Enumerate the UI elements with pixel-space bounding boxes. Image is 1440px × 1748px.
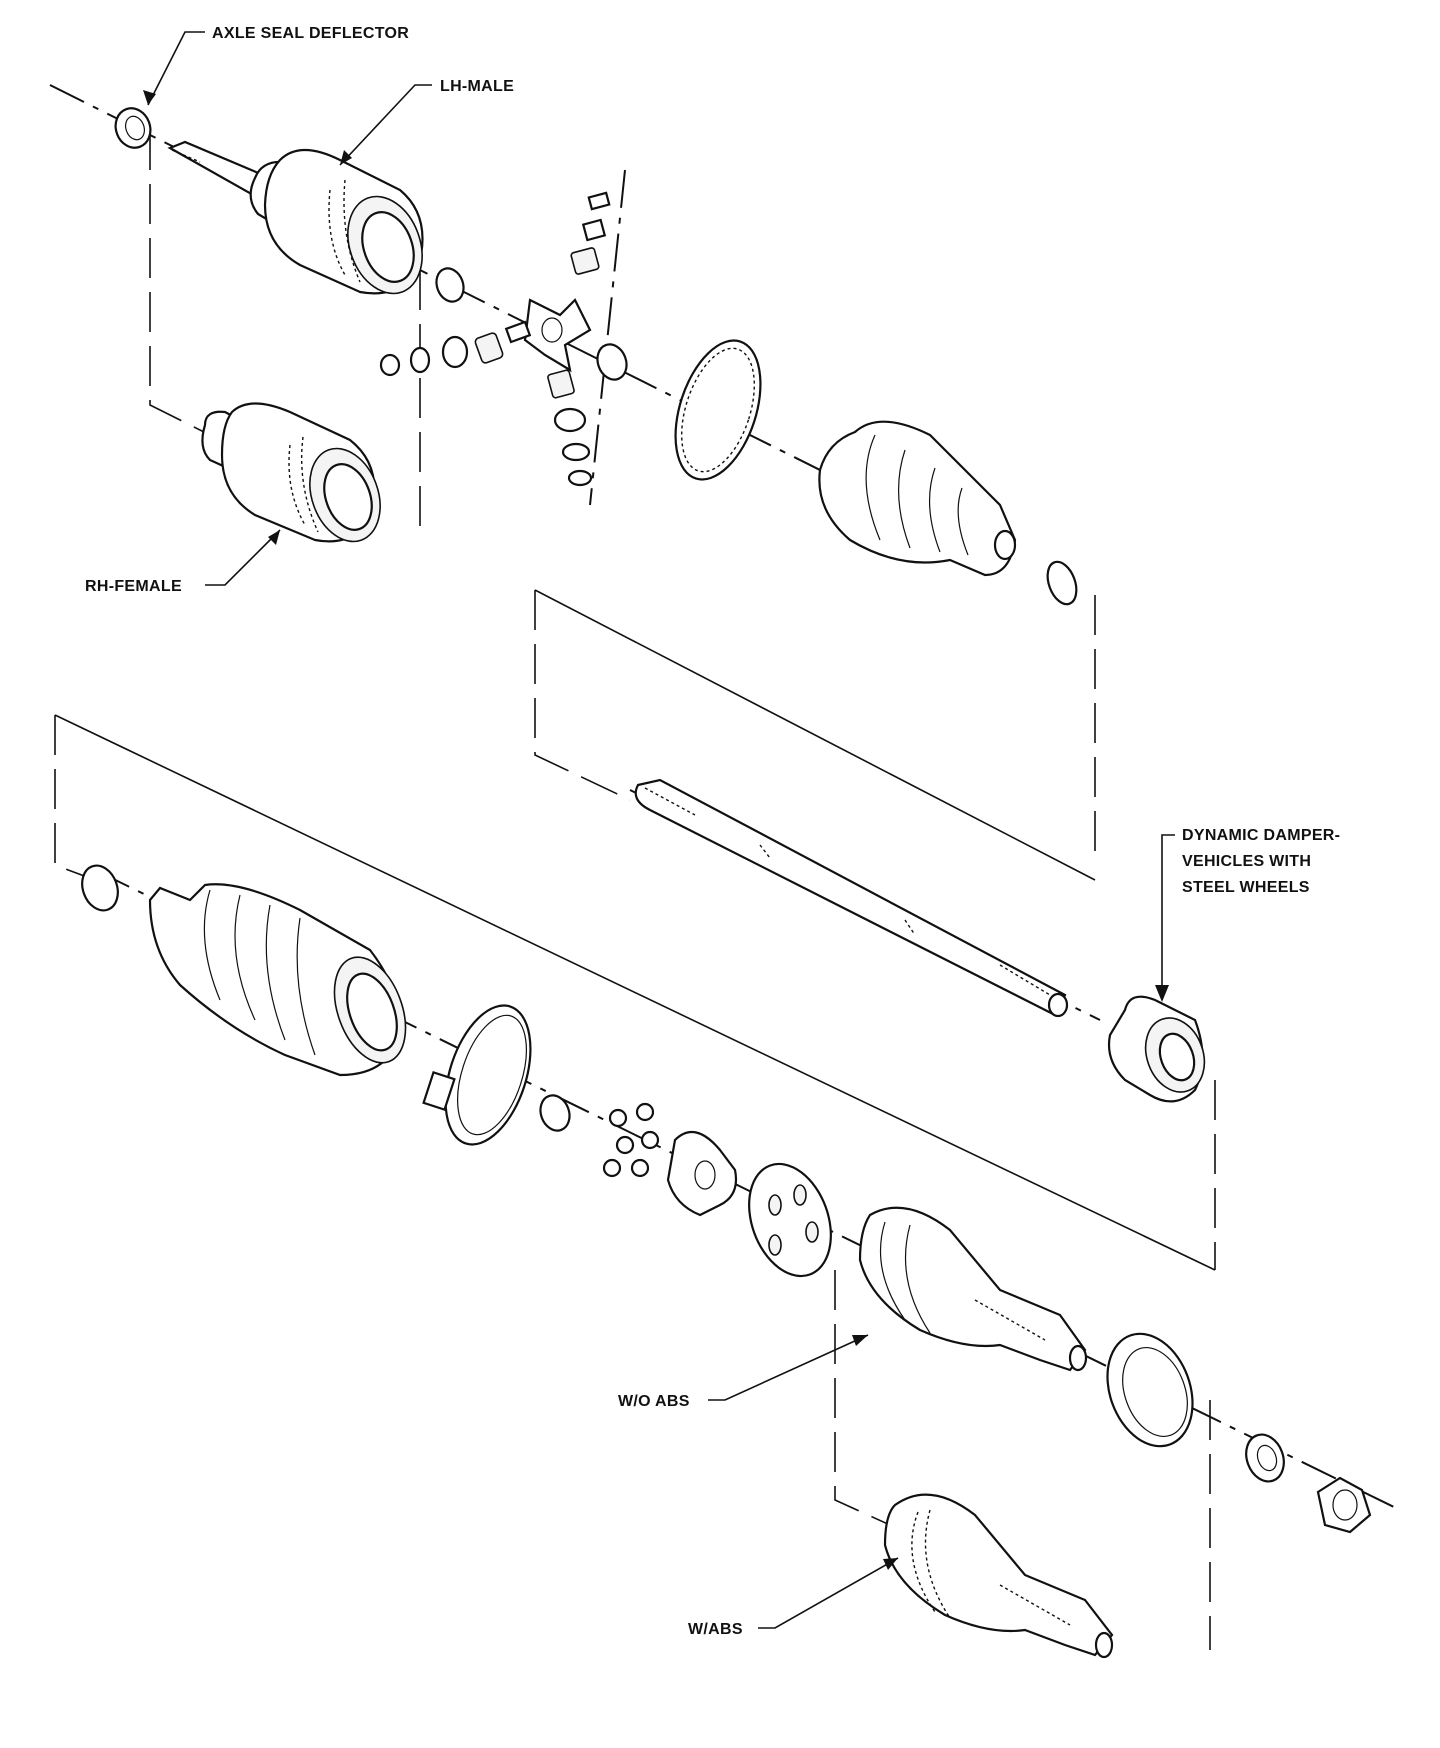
outer-joint-guide — [834, 1270, 891, 1526]
dynamic-damper-label-line1: DYNAMIC DAMPER- — [1182, 827, 1340, 844]
ball-cage — [748, 1162, 832, 1278]
rh-female-inner-joint — [201, 402, 381, 543]
dynamic-damper-callout: DYNAMIC DAMPER- VEHICLES WITH STEEL WHEE… — [1155, 827, 1340, 1002]
outer-joint-with-abs — [883, 1493, 1114, 1659]
tripod-rollers-bottom — [547, 369, 593, 487]
inner-boot — [818, 420, 1017, 577]
dynamic-damper-label-line2: VEHICLES WITH — [1182, 853, 1311, 870]
inner-race — [666, 1130, 738, 1217]
tripod-rollers-left — [379, 332, 504, 377]
outer-boot-small-clamp — [81, 864, 119, 912]
outer-snap-ring-lower — [539, 1094, 571, 1132]
hub-deflector — [1106, 1332, 1194, 1448]
tripod-rollers-top — [570, 191, 611, 275]
outer-snap-ring — [596, 343, 628, 381]
boot-left-guide — [54, 715, 96, 881]
lh-male-label: LH-MALE — [440, 78, 514, 95]
shaft-top-guide — [534, 589, 1096, 881]
boot-top-guide — [54, 714, 1216, 1271]
w-abs-label: W/ABS — [688, 1621, 743, 1638]
axle-seal-deflector-label: AXLE SEAL DEFLECTOR — [212, 25, 409, 42]
washer — [1245, 1433, 1285, 1483]
wo-abs-label: W/O ABS — [618, 1393, 690, 1410]
inner-snap-ring — [435, 267, 465, 303]
rh-female-label: RH-FEMALE — [85, 578, 182, 595]
intermediate-shaft — [634, 778, 1069, 1018]
dynamic-damper-part — [1107, 995, 1206, 1103]
hub-nut — [1316, 1476, 1372, 1534]
axle-seal-deflector-part — [114, 107, 152, 149]
wo-abs-callout: W/O ABS — [618, 1334, 869, 1410]
outer-boot — [148, 883, 407, 1077]
shaft-left-guide — [534, 590, 631, 801]
outer-joint-without-abs — [858, 1206, 1088, 1372]
lh-male-inner-joint — [167, 140, 424, 295]
dynamic-damper-label-line3: STEEL WHEELS — [1182, 879, 1310, 896]
w-abs-callout: W/ABS — [688, 1557, 899, 1638]
boot-clamp-large — [674, 339, 762, 481]
inner-joint-guide — [149, 130, 211, 436]
outer-boot-large-clamp — [422, 1004, 532, 1146]
axle-seal-deflector-callout: AXLE SEAL DEFLECTOR — [143, 25, 409, 106]
tripod-spider — [504, 298, 592, 373]
inner-boot-small-clamp — [1046, 560, 1078, 606]
cv-balls — [602, 1102, 660, 1178]
rh-female-callout: RH-FEMALE — [85, 529, 281, 595]
tripod-vertical-axis — [589, 169, 626, 506]
lh-male-callout: LH-MALE — [339, 78, 514, 166]
